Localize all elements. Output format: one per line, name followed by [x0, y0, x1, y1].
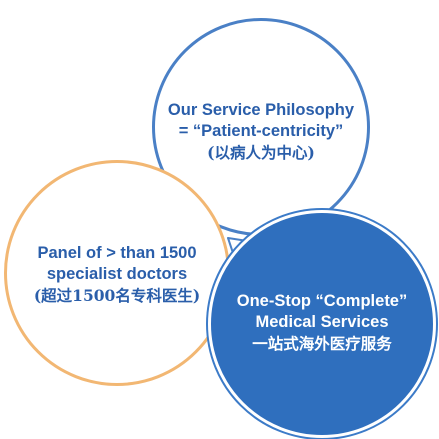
philosophy-chinese: (以病人为中心)	[207, 143, 315, 162]
services-line-2: Medical Services	[255, 313, 389, 331]
services-line-1: One-Stop “Complete”	[236, 292, 408, 310]
philosophy-title: Our Service Philosophy	[167, 101, 355, 119]
doctors-label: Panel of > than 1500 specialist doctors …	[4, 243, 230, 306]
doctors-line-1: Panel of > than 1500	[37, 244, 197, 262]
doctors-line-2: specialist doctors	[46, 265, 188, 283]
services-circle	[208, 210, 436, 438]
services-label: One-Stop “Complete” Medical Services 一站式…	[208, 291, 436, 354]
doctors-circle	[4, 160, 230, 386]
philosophy-subtitle: = “Patient-centricity”	[178, 122, 344, 140]
doctors-chinese: (超过1500名专科医生)	[33, 286, 201, 305]
services-chinese: 一站式海外医疗服务	[252, 334, 392, 353]
philosophy-label: Our Service Philosophy = “Patient-centri…	[152, 100, 370, 163]
